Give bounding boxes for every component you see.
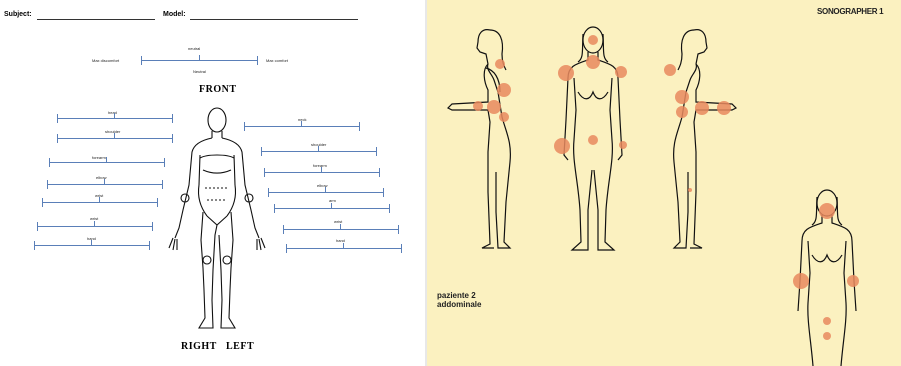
left-label: LEFT [226,341,254,352]
scale-label: head [108,110,117,115]
scale-label: forearm [313,163,327,168]
figure-front [548,20,638,255]
subject-label: Subject: [4,11,32,18]
scale-label: neck [298,117,306,122]
comfort-scale-line [141,60,257,61]
comfort-scale-tick-right [257,56,258,65]
patient-label: paziente 2 addominale [437,291,481,309]
sonographer-panel: SONOGRAPHER 1 [427,0,901,366]
scale-left-label: Max discomfort [92,58,119,63]
model-field[interactable] [190,19,358,20]
figure-side-right [662,22,742,252]
scale-label: forearm [92,155,106,160]
model-label: Model: [163,11,186,18]
body-map-form: Subject: Model: neutral Max discomfort M… [0,0,426,366]
figure-side-left [442,22,522,252]
figure-front-partial [787,181,867,366]
sonographer-title: SONOGRAPHER 1 [817,7,883,16]
comfort-scale-tick-center [199,55,200,60]
patient-line-1: paziente 2 [437,291,481,300]
front-title: FRONT [199,84,237,95]
scale-bottom-label: Neutral [193,69,206,74]
mannequin-figure [167,100,267,340]
comfort-scale-tick-left [141,56,142,65]
patient-line-2: addominale [437,300,481,309]
scale-top-label: neutral [188,46,200,51]
scale-label: shoulder [105,129,120,134]
subject-field[interactable] [37,19,155,20]
right-label: RIGHT [181,341,217,352]
scale-right-label: Max comfort [266,58,288,63]
